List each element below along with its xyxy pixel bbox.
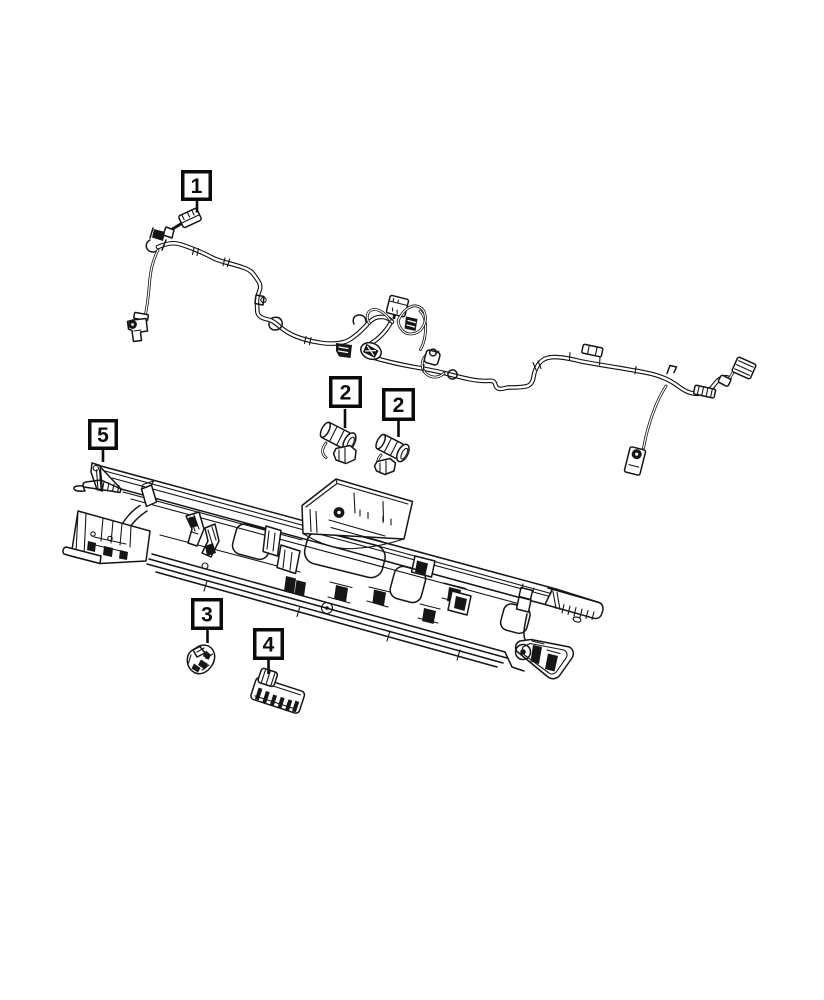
svg-text:2: 2 [340,382,352,405]
svg-text:1: 1 [191,175,203,198]
svg-text:4: 4 [263,634,275,657]
svg-text:2: 2 [393,394,405,417]
svg-text:3: 3 [201,604,213,627]
svg-text:5: 5 [97,424,109,447]
